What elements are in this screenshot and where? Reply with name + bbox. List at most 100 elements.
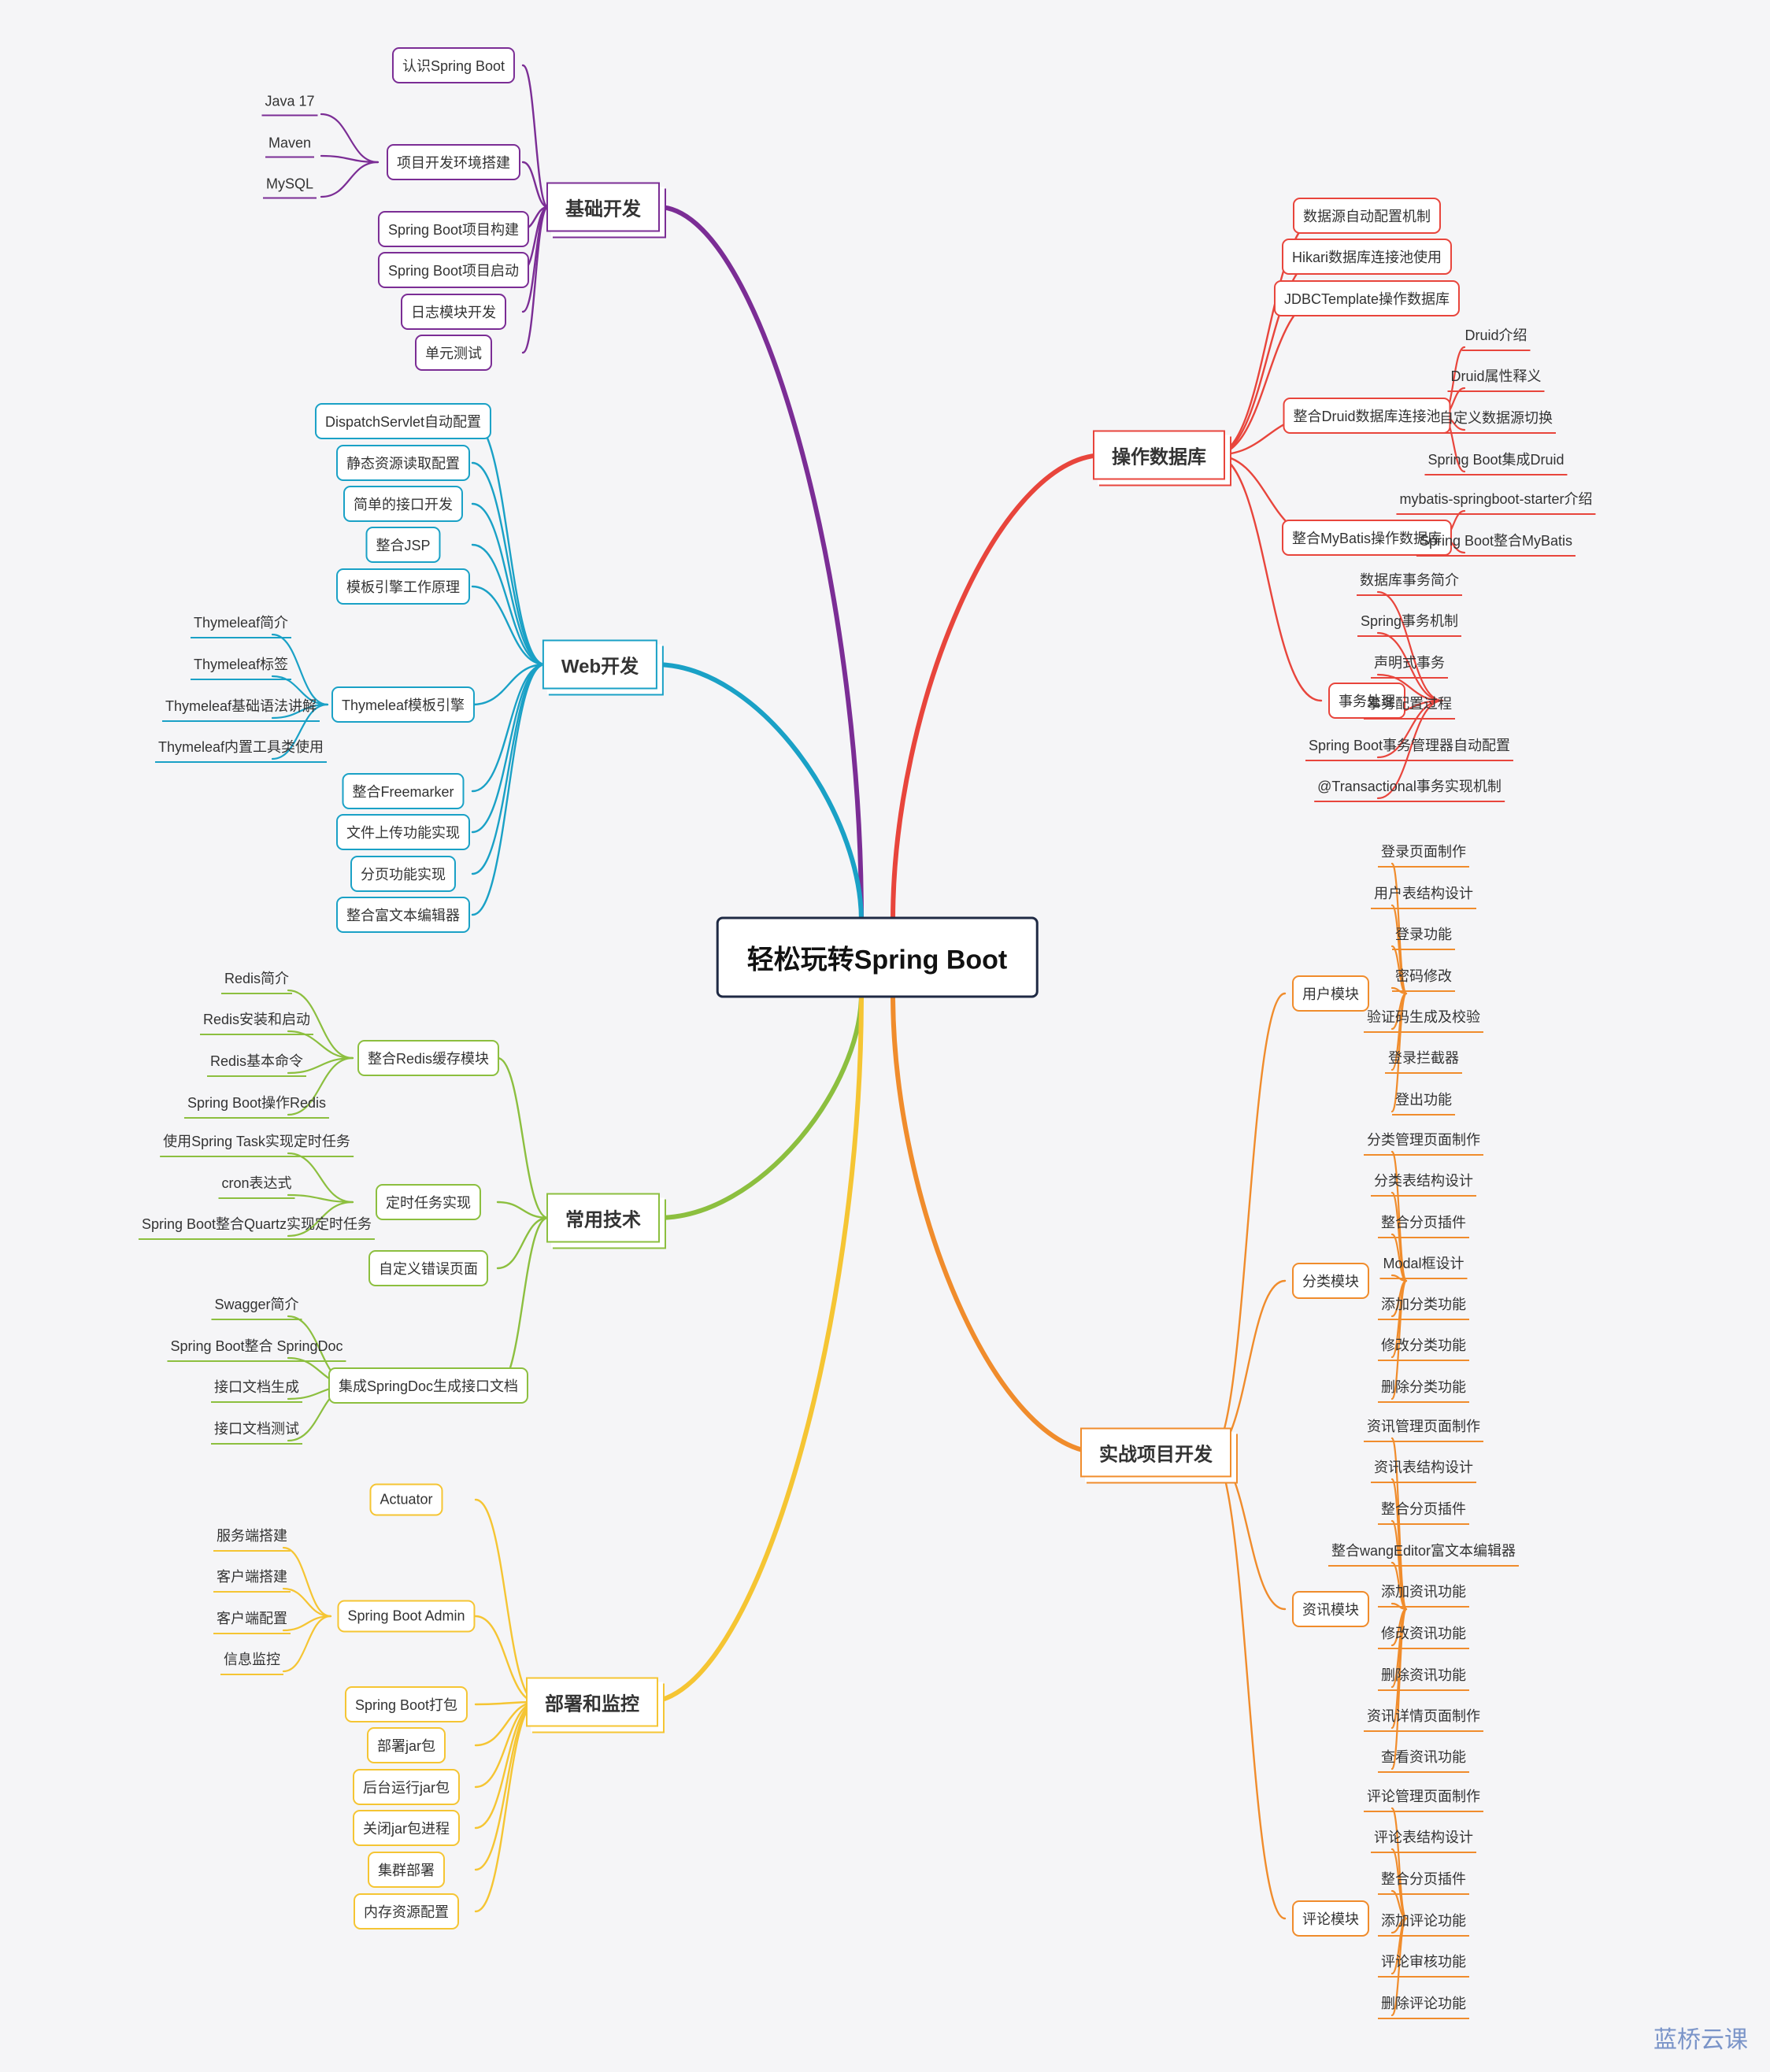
subtopic-node[interactable]: 认识Spring Boot: [391, 47, 516, 83]
subtopic-node[interactable]: 项目开发环境搭建: [387, 144, 520, 180]
leaf-node[interactable]: Druid介绍: [1461, 324, 1531, 351]
subtopic-node[interactable]: 模板引擎工作原理: [336, 568, 470, 605]
leaf-node[interactable]: 验证码生成及校验: [1364, 1006, 1483, 1033]
subtopic-node[interactable]: 文件上传功能实现: [336, 814, 470, 850]
leaf-node[interactable]: Spring Boot整合 SpringDoc: [167, 1335, 346, 1362]
leaf-node[interactable]: 添加分类功能: [1378, 1293, 1469, 1320]
subtopic-node[interactable]: 整合JSP: [365, 527, 441, 563]
leaf-node[interactable]: 分类表结构设计: [1371, 1170, 1476, 1197]
leaf-node[interactable]: Redis基本命令: [206, 1050, 307, 1077]
leaf-node[interactable]: 事务配置过程: [1364, 693, 1455, 720]
leaf-node[interactable]: MySQL: [262, 176, 317, 199]
subtopic-node[interactable]: Hikari数据库连接池使用: [1281, 239, 1453, 275]
subtopic-node[interactable]: Actuator: [369, 1483, 443, 1516]
subtopic-node[interactable]: Spring Boot项目构建: [377, 211, 530, 247]
subtopic-node[interactable]: 整合Freemarker: [342, 773, 465, 809]
leaf-node[interactable]: 资讯管理页面制作: [1364, 1415, 1483, 1442]
subtopic-node[interactable]: Spring Boot Admin: [337, 1600, 476, 1633]
subtopic-node[interactable]: 关闭jar包进程: [352, 1810, 461, 1846]
subtopic-node[interactable]: 静态资源读取配置: [336, 445, 470, 481]
subtopic-node[interactable]: 整合Druid数据库连接池: [1283, 398, 1451, 434]
leaf-node[interactable]: Spring Boot操作Redis: [183, 1092, 330, 1119]
branch-topic[interactable]: Web开发: [542, 639, 658, 690]
subtopic-node[interactable]: 评论模块: [1292, 1900, 1369, 1937]
leaf-node[interactable]: 评论审核功能: [1378, 1951, 1469, 1978]
subtopic-node[interactable]: Thymeleaf模板引擎: [331, 686, 476, 723]
leaf-node[interactable]: 删除资讯功能: [1378, 1664, 1469, 1691]
leaf-node[interactable]: 修改资讯功能: [1378, 1622, 1469, 1649]
leaf-node[interactable]: 自定义数据源切换: [1436, 407, 1556, 434]
leaf-node[interactable]: 整合分页插件: [1378, 1868, 1469, 1895]
leaf-node[interactable]: 用户表结构设计: [1371, 882, 1476, 909]
subtopic-node[interactable]: 分类模块: [1292, 1263, 1369, 1299]
leaf-node[interactable]: Thymeleaf基础语法讲解: [161, 695, 320, 722]
leaf-node[interactable]: 登录页面制作: [1378, 841, 1469, 868]
leaf-node[interactable]: 删除评论功能: [1378, 1992, 1469, 2019]
leaf-node[interactable]: 整合wangEditor富文本编辑器: [1328, 1540, 1520, 1567]
leaf-node[interactable]: Spring Boot整合MyBatis: [1416, 530, 1576, 557]
leaf-node[interactable]: 使用Spring Task实现定时任务: [160, 1130, 354, 1157]
subtopic-node[interactable]: Spring Boot打包: [344, 1686, 468, 1722]
leaf-node[interactable]: 分类管理页面制作: [1364, 1129, 1483, 1156]
leaf-node[interactable]: mybatis-springboot-starter介绍: [1396, 488, 1596, 515]
subtopic-node[interactable]: 内存资源配置: [354, 1893, 459, 1930]
leaf-node[interactable]: 添加评论功能: [1378, 1910, 1469, 1937]
subtopic-node[interactable]: 整合MyBatis操作数据库: [1281, 520, 1453, 556]
leaf-node[interactable]: Thymeleaf内置工具类使用: [154, 736, 328, 763]
leaf-node[interactable]: 接口文档生成: [211, 1376, 302, 1403]
leaf-node[interactable]: 整合分页插件: [1378, 1212, 1469, 1238]
subtopic-node[interactable]: 数据源自动配置机制: [1293, 198, 1441, 234]
leaf-node[interactable]: 登录拦截器: [1385, 1047, 1462, 1074]
subtopic-node[interactable]: 分页功能实现: [350, 856, 456, 892]
leaf-node[interactable]: Modal框设计: [1379, 1252, 1468, 1279]
subtopic-node[interactable]: 整合Redis缓存模块: [357, 1040, 500, 1076]
leaf-node[interactable]: Spring事务机制: [1357, 610, 1462, 637]
subtopic-node[interactable]: 集成SpringDoc生成接口文档: [328, 1367, 529, 1404]
leaf-node[interactable]: Spring Boot集成Druid: [1424, 449, 1568, 475]
branch-topic[interactable]: 常用技术: [546, 1193, 660, 1243]
leaf-node[interactable]: cron表达式: [218, 1172, 295, 1199]
leaf-node[interactable]: 删除分类功能: [1378, 1376, 1469, 1403]
subtopic-node[interactable]: 部署jar包: [366, 1727, 446, 1763]
leaf-node[interactable]: 整合分页插件: [1378, 1498, 1469, 1525]
leaf-node[interactable]: 客户端搭建: [213, 1566, 291, 1593]
leaf-node[interactable]: Thymeleaf简介: [190, 612, 292, 638]
leaf-node[interactable]: 密码修改: [1392, 965, 1455, 992]
leaf-node[interactable]: 资讯表结构设计: [1371, 1456, 1476, 1483]
leaf-node[interactable]: Maven: [265, 135, 315, 158]
subtopic-node[interactable]: 单元测试: [415, 335, 492, 371]
leaf-node[interactable]: 登出功能: [1392, 1089, 1455, 1116]
subtopic-node[interactable]: DispatchServlet自动配置: [314, 403, 492, 439]
leaf-node[interactable]: 接口文档测试: [211, 1418, 302, 1445]
leaf-node[interactable]: 资讯详情页面制作: [1364, 1705, 1483, 1732]
subtopic-node[interactable]: 用户模块: [1292, 975, 1369, 1012]
leaf-node[interactable]: Java 17: [261, 94, 318, 117]
leaf-node[interactable]: Spring Boot整合Quartz实现定时任务: [138, 1213, 376, 1240]
subtopic-node[interactable]: JDBCTemplate操作数据库: [1273, 280, 1461, 316]
leaf-node[interactable]: Swagger简介: [211, 1293, 302, 1320]
leaf-node[interactable]: 修改分类功能: [1378, 1334, 1469, 1361]
leaf-node[interactable]: Redis简介: [220, 968, 293, 994]
branch-topic[interactable]: 基础开发: [546, 182, 660, 232]
subtopic-node[interactable]: 日志模块开发: [401, 294, 506, 330]
leaf-node[interactable]: 评论表结构设计: [1371, 1826, 1476, 1853]
subtopic-node[interactable]: 整合富文本编辑器: [336, 897, 470, 933]
leaf-node[interactable]: Druid属性释义: [1447, 365, 1545, 392]
leaf-node[interactable]: Thymeleaf标签: [190, 653, 292, 680]
subtopic-node[interactable]: 集群部署: [368, 1852, 445, 1888]
subtopic-node[interactable]: 资讯模块: [1292, 1591, 1369, 1627]
leaf-node[interactable]: 信息监控: [220, 1648, 283, 1675]
branch-topic[interactable]: 实战项目开发: [1080, 1427, 1231, 1478]
subtopic-node[interactable]: 后台运行jar包: [352, 1769, 461, 1805]
branch-topic[interactable]: 操作数据库: [1093, 430, 1225, 480]
leaf-node[interactable]: 声明式事务: [1371, 652, 1448, 679]
leaf-node[interactable]: 登录功能: [1392, 923, 1455, 950]
branch-topic[interactable]: 部署和监控: [526, 1677, 658, 1727]
subtopic-node[interactable]: 定时任务实现: [376, 1184, 481, 1220]
leaf-node[interactable]: 客户端配置: [213, 1608, 291, 1634]
leaf-node[interactable]: Spring Boot事务管理器自动配置: [1305, 734, 1514, 761]
leaf-node[interactable]: 添加资讯功能: [1378, 1581, 1469, 1608]
leaf-node[interactable]: 数据库事务简介: [1357, 569, 1462, 596]
leaf-node[interactable]: Redis安装和启动: [199, 1008, 314, 1035]
leaf-node[interactable]: @Transactional事务实现机制: [1314, 775, 1505, 802]
